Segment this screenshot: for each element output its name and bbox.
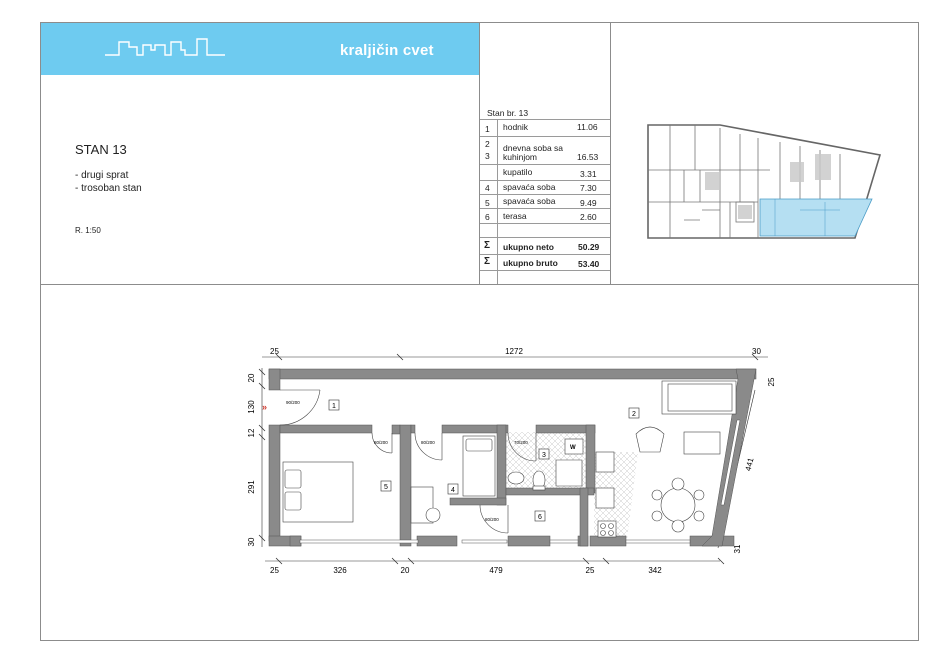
total-name: ukupno bruto [503, 258, 558, 268]
dim-right: 31 [733, 544, 742, 553]
shower [555, 459, 583, 487]
dim-right: 441 [744, 456, 756, 472]
dim-top-right: 30 [752, 347, 761, 356]
floor-plan: 25 1272 30 25 326 20 479 25 342 20 130 1… [247, 347, 776, 575]
room-tag-4: 4 [451, 487, 455, 494]
row-area: 7.30 [580, 183, 597, 193]
dim-left: 12 [247, 428, 256, 437]
total-area: 53.40 [578, 259, 600, 269]
row-number: 6 [485, 212, 490, 222]
dim-bottom: 25 [586, 566, 595, 575]
door-label: 80/200 [421, 440, 435, 445]
dim-left: 291 [247, 480, 256, 494]
header-divider [41, 284, 918, 285]
brand-name: kraljičin cvet [340, 42, 434, 59]
row-number: 2 [485, 139, 490, 149]
row-name: spavaća soba [503, 182, 556, 192]
row-area: 2.60 [580, 212, 597, 222]
room-tag-1: 1 [332, 403, 336, 410]
table-heading: Stan br. 13 [487, 108, 529, 118]
highlighted-apartment [759, 198, 873, 237]
row-name: terasa [503, 211, 527, 221]
dim-bottom: 20 [401, 566, 410, 575]
room-tag-2: 2 [632, 411, 636, 418]
row-area: 3.31 [580, 169, 597, 179]
room-tag-3: 3 [542, 452, 546, 459]
door-label: 70/200 [514, 440, 528, 445]
bathroom-sink [507, 471, 525, 485]
row-number: 1 [485, 124, 490, 134]
sum-symbol: Σ [484, 240, 491, 251]
sheet-frame [40, 22, 919, 641]
apartment-type: - trosoban stan [75, 183, 142, 194]
dim-left: 20 [247, 373, 256, 382]
dim-left: 30 [247, 537, 256, 546]
total-area: 50.29 [578, 242, 600, 252]
row-area: 11.06 [577, 122, 598, 132]
dim-bottom: 326 [333, 566, 347, 575]
door-label: 80/200 [485, 517, 499, 522]
row-number: 3 [485, 151, 490, 161]
total-name: ukupno neto [503, 242, 554, 252]
row-name: hodnik [503, 122, 529, 132]
skyline-logo-icon [105, 38, 225, 56]
dim-top-left: 25 [270, 347, 279, 356]
dim-bottom: 25 [270, 566, 279, 575]
room-tag-6: 6 [538, 514, 542, 521]
room-tag-5: 5 [384, 484, 388, 491]
dim-bottom: 342 [648, 566, 662, 575]
apartment-floor: - drugi sprat [75, 170, 129, 181]
stove [595, 451, 615, 473]
row-number: 4 [485, 183, 490, 193]
door-label: 80/200 [374, 440, 388, 445]
door-label: 90/200 [286, 400, 300, 405]
floor-key-plan [647, 124, 882, 239]
row-area: 16.53 [577, 152, 599, 162]
dining-table [660, 487, 696, 523]
washing-machine-icon: W [570, 445, 576, 451]
row-name: kuhinjom [503, 152, 538, 162]
scale-label: R. 1:50 [75, 226, 101, 235]
dim-right: 25 [767, 377, 776, 386]
row-name: dnevna soba sa [503, 143, 564, 153]
sum-symbol: Σ [484, 256, 491, 267]
dim-bottom: 479 [489, 566, 503, 575]
dim-left: 130 [247, 400, 256, 414]
dim-top-total: 1272 [505, 347, 523, 356]
row-number: 5 [485, 198, 490, 208]
header-banner [41, 23, 479, 75]
row-name: kupatilo [503, 167, 533, 177]
armchair [635, 426, 665, 453]
column-divider-2 [610, 23, 611, 284]
row-area: 9.49 [580, 198, 597, 208]
kitchen-sink [595, 487, 615, 509]
apartment-title: STAN 13 [75, 142, 127, 157]
column-divider-1 [479, 23, 480, 284]
coffee-table [683, 431, 721, 455]
entrance-marker-icon: » [262, 402, 267, 412]
row-name: spavaća soba [503, 196, 556, 206]
